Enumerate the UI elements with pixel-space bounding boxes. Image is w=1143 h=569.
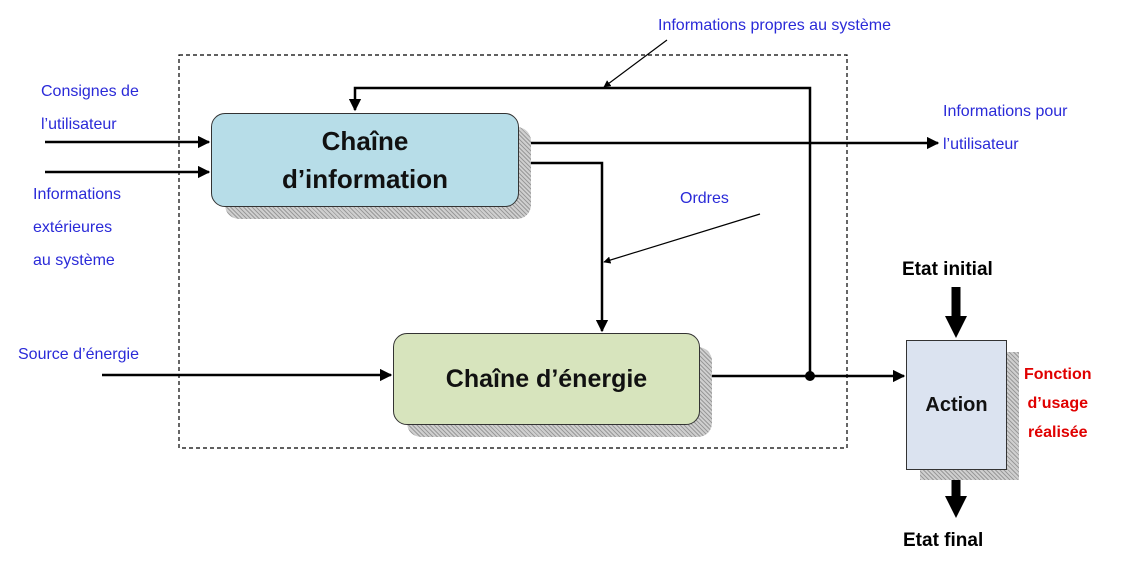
- source-energie-label: Source d’énergie: [18, 346, 139, 363]
- etat-initial-label: Etat initial: [902, 259, 993, 280]
- etat-final-label: Etat final: [903, 530, 984, 551]
- informations-propres-pointer: [603, 39, 668, 88]
- action-box: Action: [906, 340, 1007, 470]
- ordres-arrow: [518, 161, 609, 333]
- chaine-energie-box: Chaîne d’énergie: [393, 333, 700, 425]
- etat-initial-arrow-head: [945, 316, 967, 338]
- feedback-loop: [348, 86, 812, 376]
- chaine-information-box: Chaîne d’information: [211, 113, 519, 207]
- system-boundary: [178, 54, 848, 449]
- etat-final-arrow-head: [945, 496, 967, 518]
- ordres-pointer: [603, 213, 761, 264]
- informations-exterieures-label: Informations extérieures au système: [33, 186, 122, 269]
- consignes-label: Consignes de l’utilisateur: [41, 83, 139, 133]
- informations-propres-label: Informations propres au système: [658, 17, 891, 34]
- fonction-usage-label: Fonction d’usage réalisée: [1024, 366, 1092, 441]
- informations-pour-utilisateur-label: Informations pour l’utilisateur: [943, 103, 1068, 153]
- junction-dot: [805, 371, 815, 381]
- ordres-label: Ordres: [680, 190, 729, 207]
